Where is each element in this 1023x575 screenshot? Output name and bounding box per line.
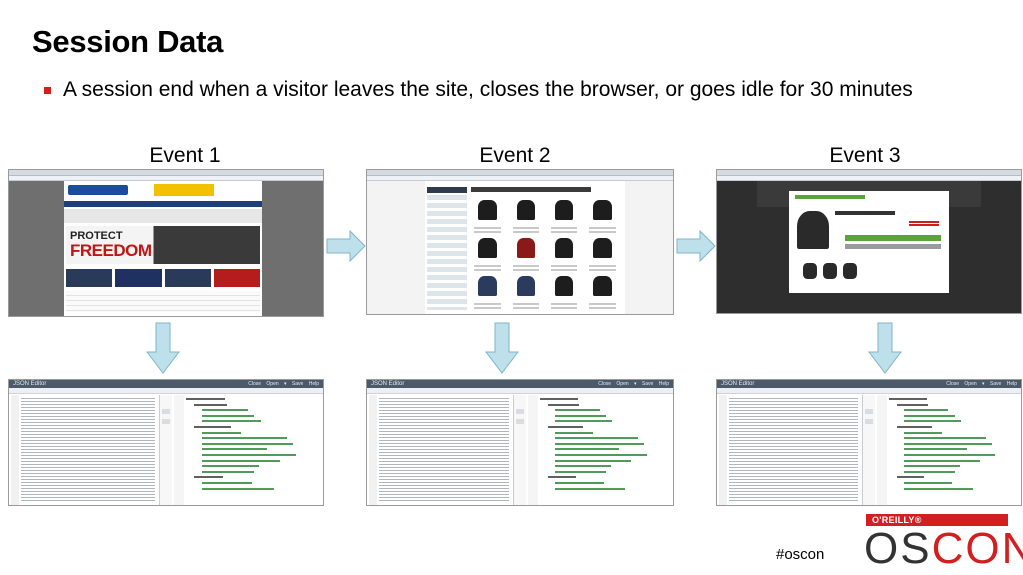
- hashtag: #oscon: [776, 546, 825, 563]
- page-content: PROTECT FREEDOM: [64, 181, 262, 316]
- related-products: [803, 263, 863, 279]
- checkout-button: [845, 235, 941, 241]
- product-card: [586, 237, 619, 272]
- bullet-point: A session end when a visitor leaves the …: [44, 78, 913, 102]
- editor-body: [9, 395, 323, 505]
- editor-menu: Close Open ▾ Save Help: [946, 381, 1017, 387]
- product-card: [548, 199, 581, 234]
- arrow-down-icon: [146, 322, 180, 374]
- product-card: [548, 275, 581, 310]
- json-editor-1: JSON Editor Close Open ▾ Save Help: [8, 379, 324, 506]
- editor-toolbar: [717, 388, 1021, 394]
- product-card: [509, 199, 542, 234]
- browser-chrome: [717, 170, 1021, 176]
- product-card: [471, 199, 504, 234]
- json-tree: [889, 398, 1015, 502]
- editor-title: JSON Editor: [13, 381, 47, 387]
- product-card: [586, 275, 619, 310]
- event-1-screenshot: PROTECT FREEDOM: [8, 169, 324, 317]
- editor-body: [717, 395, 1021, 505]
- browser-chrome: [367, 170, 673, 176]
- event-2-label: Event 2: [479, 144, 551, 167]
- product-name: [835, 211, 895, 215]
- bullet-square-icon: [44, 87, 51, 94]
- editor-title-bar: JSON Editor Close Open ▾ Save Help: [367, 380, 673, 388]
- editor-title-bar: JSON Editor Close Open ▾ Save Help: [9, 380, 323, 388]
- event-2-screenshot: [366, 169, 674, 315]
- category-heading: [471, 187, 591, 192]
- json-code-pane: [9, 395, 160, 505]
- json-editor-3: JSON Editor Close Open ▾ Save Help: [716, 379, 1022, 506]
- oscon-logo-part2: CON: [931, 524, 1023, 573]
- hero-line-2: FREEDOM: [70, 241, 152, 260]
- promo-banner: [154, 184, 214, 196]
- product-grid: [471, 199, 619, 310]
- slide-title: Session Data: [32, 24, 224, 59]
- promo-tiles: [66, 269, 260, 287]
- json-tree-pane: [526, 395, 673, 505]
- product-price: [909, 221, 939, 227]
- product-card: [509, 237, 542, 272]
- oscon-logo-part1: OS: [864, 524, 932, 573]
- product-card: [471, 237, 504, 272]
- site-logo: [68, 185, 128, 195]
- transfer-buttons: [513, 395, 527, 505]
- event-3-screenshot: [716, 169, 1022, 314]
- content-rows: [66, 291, 260, 312]
- browser-url-bar: [367, 176, 673, 181]
- add-to-cart-modal: [789, 191, 949, 293]
- editor-body: [367, 395, 673, 505]
- editor-title: JSON Editor: [371, 381, 405, 387]
- editor-menu: Close Open ▾ Save Help: [248, 381, 319, 387]
- website-homepage: PROTECT FREEDOM: [9, 181, 323, 316]
- event-1-label: Event 1: [149, 144, 221, 167]
- browser-chrome: [9, 170, 323, 176]
- jacket-image: [797, 211, 829, 249]
- product-card: [548, 237, 581, 272]
- json-tree: [540, 398, 667, 502]
- json-code-pane: [717, 395, 863, 505]
- transfer-buttons: [862, 395, 876, 505]
- arrow-down-icon: [868, 322, 902, 374]
- bullet-text: A session end when a visitor leaves the …: [63, 78, 913, 101]
- editor-menu: Close Open ▾ Save Help: [598, 381, 669, 387]
- cart-modal-page: [717, 181, 1021, 313]
- browser-url-bar: [717, 176, 1021, 181]
- oreilly-logo: O'REILLY®: [866, 514, 1008, 526]
- arrow-right-icon: [326, 229, 366, 263]
- product-category-strip: [64, 209, 262, 223]
- filter-sidebar: [427, 187, 467, 310]
- arrow-down-icon: [485, 322, 519, 374]
- product-card: [586, 199, 619, 234]
- transfer-buttons: [159, 395, 173, 505]
- hero-line-1: PROTECT: [70, 230, 123, 242]
- editor-toolbar: [367, 388, 673, 394]
- modal-title: [795, 195, 865, 199]
- editor-title-bar: JSON Editor Close Open ▾ Save Help: [717, 380, 1021, 388]
- json-tree-pane: [875, 395, 1021, 505]
- json-tree-pane: [172, 395, 323, 505]
- site-nav-bar: [64, 201, 262, 207]
- continue-shopping-button: [845, 244, 941, 249]
- browser-url-bar: [9, 176, 323, 181]
- event-3-label: Event 3: [829, 144, 901, 167]
- page-content: [425, 181, 625, 314]
- json-tree: [186, 398, 317, 502]
- category-page: [367, 181, 673, 314]
- oscon-logo: OSCON: [864, 527, 1023, 571]
- editor-title: JSON Editor: [721, 381, 755, 387]
- product-card: [471, 275, 504, 310]
- json-editor-2: JSON Editor Close Open ▾ Save Help: [366, 379, 674, 506]
- hero-banner: PROTECT FREEDOM: [66, 226, 260, 264]
- json-code-pane: [367, 395, 514, 505]
- product-card: [509, 275, 542, 310]
- editor-toolbar: [9, 388, 323, 394]
- arrow-right-icon: [676, 229, 716, 263]
